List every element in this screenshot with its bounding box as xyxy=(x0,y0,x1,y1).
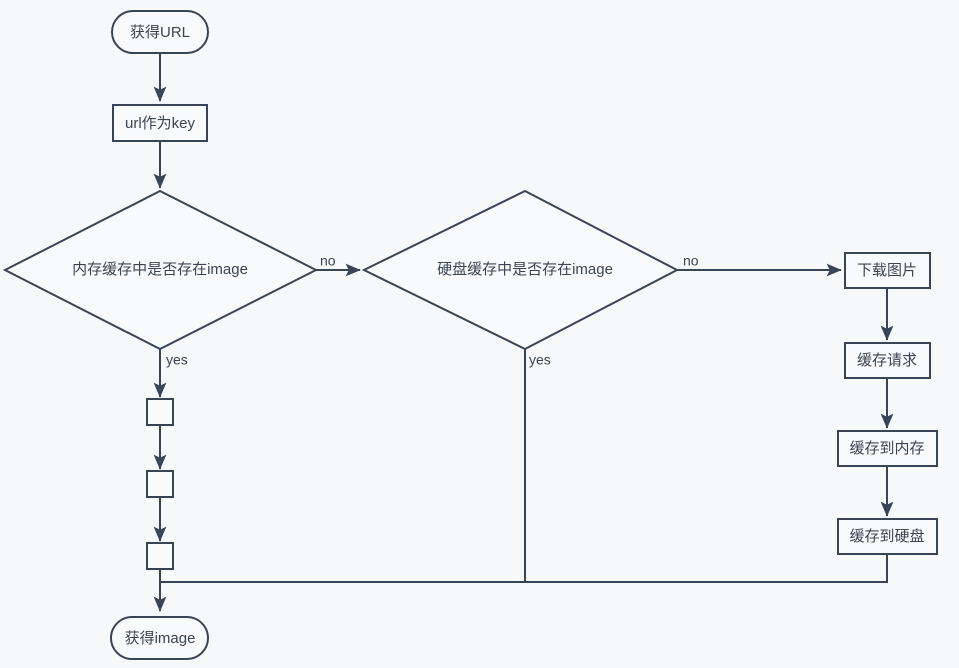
cache-request-label: 缓存请求 xyxy=(857,352,917,369)
start-label: 获得URL xyxy=(130,24,190,41)
cache-to-memory-box-shape xyxy=(837,430,938,467)
edge-label-memory-no: no xyxy=(320,253,336,269)
memory-cache-diamond-shape xyxy=(2,189,319,351)
node-step-box-2[interactable] xyxy=(146,470,174,498)
node-cache-request[interactable]: 缓存请求 xyxy=(844,342,931,379)
disk-cache-diamond-shape xyxy=(361,189,680,351)
cache-to-disk-label: 缓存到硬盘 xyxy=(849,527,924,545)
node-cache-to-memory[interactable]: 缓存到内存 xyxy=(837,430,938,467)
edge-label-disk-yes: yes xyxy=(529,352,551,368)
step-box-1-shape xyxy=(146,398,174,426)
node-end[interactable]: 获得image xyxy=(110,616,209,660)
edge-label-disk-no: no xyxy=(683,253,699,269)
step-box-2-shape xyxy=(146,470,174,498)
memory-cache-label: 内存缓存中是否存在image xyxy=(72,261,248,278)
cache-request-box-shape xyxy=(844,342,931,379)
node-memory-cache-decision[interactable]: 内存缓存中是否存在image xyxy=(2,189,319,351)
start-terminator-shape xyxy=(111,10,209,54)
url-key-box-shape xyxy=(112,104,208,142)
disk-cache-label: 硬盘缓存中是否存在image xyxy=(437,260,613,278)
edges-group xyxy=(153,54,894,612)
download-image-box-shape xyxy=(844,252,931,289)
edge-label-memory-yes: yes xyxy=(166,352,188,368)
end-terminator-shape xyxy=(110,616,209,660)
end-label: 获得image xyxy=(125,630,196,647)
node-step-box-3[interactable] xyxy=(146,542,174,570)
edge-labels-group: no yes no yes xyxy=(166,253,699,368)
download-image-label: 下载图片 xyxy=(857,262,917,279)
cache-to-memory-label: 缓存到内存 xyxy=(849,440,924,457)
node-url-key[interactable]: url作为key xyxy=(112,104,208,142)
node-start[interactable]: 获得URL xyxy=(111,10,209,54)
url-key-label: url作为key xyxy=(125,115,196,132)
node-download-image[interactable]: 下载图片 xyxy=(844,252,931,289)
node-step-box-1[interactable] xyxy=(146,398,174,426)
node-disk-cache-decision[interactable]: 硬盘缓存中是否存在image xyxy=(361,189,680,351)
step-box-3-shape xyxy=(146,542,174,570)
edge-cachedisk-to-merge xyxy=(161,554,888,583)
cache-to-disk-box-shape xyxy=(837,518,938,555)
node-cache-to-disk[interactable]: 缓存到硬盘 xyxy=(837,518,938,555)
